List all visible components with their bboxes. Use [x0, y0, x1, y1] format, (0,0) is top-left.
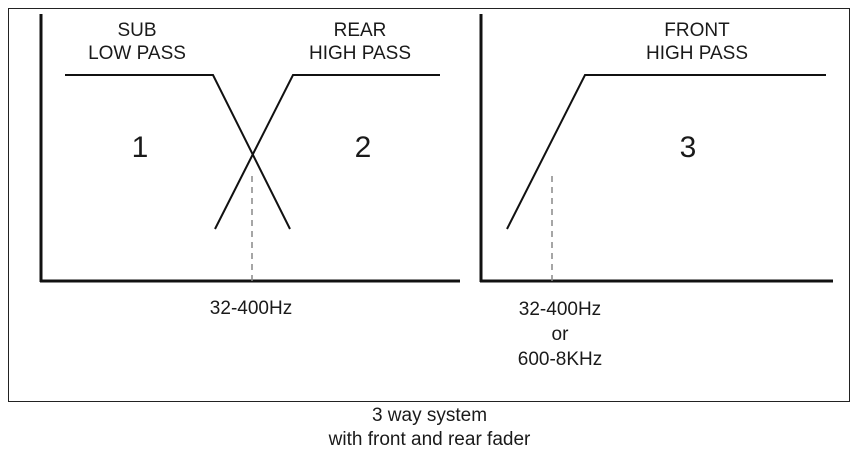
- front-high-pass-label: FRONT HIGH PASS: [646, 19, 748, 65]
- sub-label-line2: LOW PASS: [88, 43, 186, 64]
- front-label-line2: HIGH PASS: [645, 43, 749, 64]
- sub-low-pass-curve: [65, 74, 291, 230]
- caption-line2: with front and rear fader: [328, 429, 531, 450]
- right-crossover-label: 32-400Hz or 600-8KHz: [518, 297, 603, 372]
- front-label-line1: FRONT: [664, 20, 730, 41]
- diagram-caption: 3 way system with front and rear fader: [0, 404, 859, 452]
- left-crossover-label: 32-400Hz: [210, 297, 292, 320]
- region-1-label: 1: [131, 131, 149, 164]
- right-crossover-line3: 600-8KHz: [517, 349, 603, 370]
- sub-label-line1: SUB: [117, 20, 157, 41]
- rear-label-line2: HIGH PASS: [308, 43, 412, 64]
- region-3-label: 3: [679, 131, 697, 164]
- caption-line1: 3 way system: [371, 405, 488, 426]
- left-crossover-text: 32-400Hz: [209, 298, 293, 319]
- rear-high-pass-label: REAR HIGH PASS: [309, 19, 411, 65]
- right-crossover-line2: or: [551, 324, 569, 345]
- diagram-frame: [8, 8, 850, 402]
- region-2-label: 2: [354, 131, 372, 164]
- rear-label-line1: REAR: [333, 20, 387, 41]
- front-high-pass-curve: [506, 74, 826, 230]
- rear-high-pass-curve: [214, 74, 440, 230]
- right-crossover-line1: 32-400Hz: [518, 299, 602, 320]
- sub-low-pass-label: SUB LOW PASS: [88, 19, 186, 65]
